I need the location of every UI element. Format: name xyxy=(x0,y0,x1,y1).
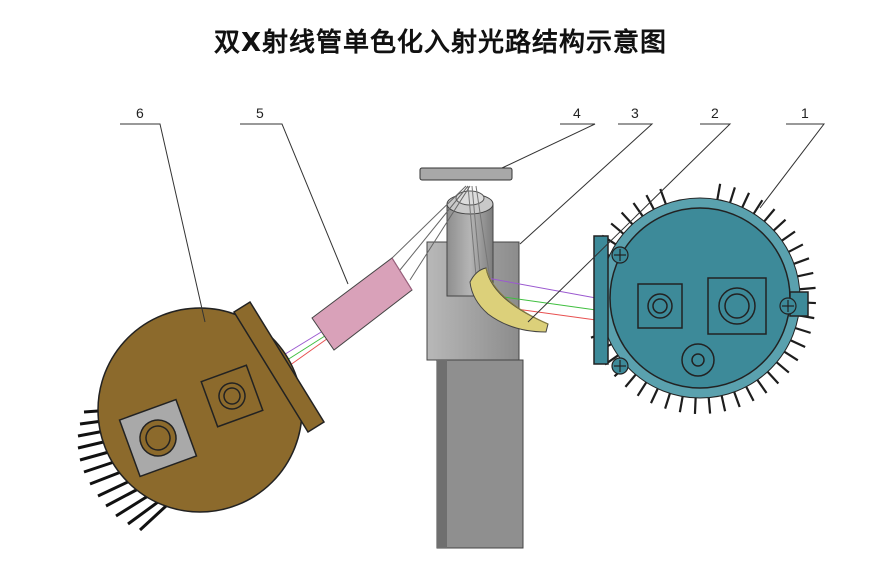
beam-purple-1 xyxy=(475,275,597,299)
tube-port-small xyxy=(637,283,683,329)
detector-assembly xyxy=(77,300,326,532)
callout-leaders xyxy=(120,123,826,323)
detector-port-small xyxy=(200,364,264,428)
sample-plate xyxy=(419,167,513,181)
leader-3 xyxy=(519,123,654,245)
beam-gray-4 xyxy=(387,185,467,263)
callout-1: 1 xyxy=(801,105,809,121)
beam-gray-6 xyxy=(409,185,471,281)
beam-gray-1 xyxy=(467,185,477,277)
mirror-face xyxy=(485,267,549,325)
leader-4 xyxy=(501,123,596,169)
callout-3: 3 xyxy=(631,105,639,121)
tube-screws xyxy=(611,246,797,375)
stage-lower-column xyxy=(436,359,524,549)
sample-plate-body xyxy=(419,167,513,181)
detector-window-plate xyxy=(232,300,326,434)
curved-mirror xyxy=(469,267,549,333)
crystal-edge xyxy=(391,257,413,291)
beam-gray-5 xyxy=(399,185,469,271)
tube-flange xyxy=(593,235,609,365)
leader-6 xyxy=(120,123,206,323)
callout-4: 4 xyxy=(573,105,581,121)
detector-port-large xyxy=(118,398,198,478)
x-ray-tube-assembly xyxy=(590,183,816,414)
callout-5: 5 xyxy=(256,105,264,121)
tube-port-large xyxy=(707,277,767,335)
crystal-body xyxy=(311,257,413,351)
tube-port-round xyxy=(681,343,715,377)
diagram-title: 双X射线管单色化入射光路结构示意图 xyxy=(213,28,668,58)
monochromator-crystal xyxy=(311,257,413,351)
callout-2: 2 xyxy=(711,105,719,121)
leader-2 xyxy=(527,123,732,323)
callout-6: 6 xyxy=(136,105,144,121)
leader-1 xyxy=(759,123,826,209)
stage-column-shade xyxy=(437,360,447,548)
tube-body xyxy=(609,207,791,389)
leader-5 xyxy=(240,123,349,285)
